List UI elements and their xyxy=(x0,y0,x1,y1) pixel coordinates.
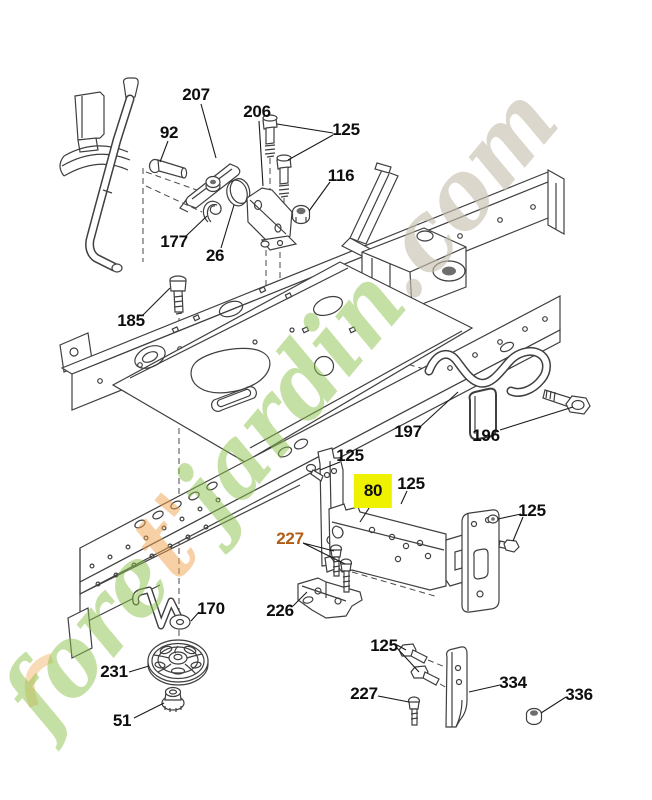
bolts-125-top-drawing xyxy=(262,114,292,198)
part-label-125-top: 125 xyxy=(332,120,360,139)
chassis-frame-drawing xyxy=(59,162,565,659)
part-label-51: 51 xyxy=(112,711,132,730)
bolt-185-drawing xyxy=(169,275,187,315)
part-label-185: 185 xyxy=(117,311,145,330)
part-label-116: 116 xyxy=(327,166,355,185)
leader-lines xyxy=(128,103,574,719)
idler-arm-170-drawing xyxy=(132,586,191,630)
part-label-170: 170 xyxy=(197,599,225,618)
bolt-227-bottom-drawing xyxy=(407,696,421,726)
part-label-125-hitch: 125 xyxy=(518,501,546,520)
part-label-80-highlighted: 80 xyxy=(353,474,393,508)
part-label-227-bottom: 227 xyxy=(350,684,378,703)
fender-piece-drawing xyxy=(59,91,131,177)
part-label-206: 206 xyxy=(243,102,271,121)
bracket-334-drawing xyxy=(445,646,468,728)
front-rail-holes xyxy=(89,316,548,587)
part-label-125-bottom: 125 xyxy=(370,636,398,655)
bolts-227-drawing xyxy=(329,544,353,593)
drawbar-226-drawing xyxy=(297,577,363,619)
part-label-207: 207 xyxy=(182,85,210,104)
part-label-26: 26 xyxy=(205,246,225,265)
bolt-196-drawing xyxy=(542,389,591,415)
part-label-92: 92 xyxy=(159,123,179,142)
handle-197-drawing xyxy=(424,346,551,397)
hitch-bracket-drawing xyxy=(445,509,520,613)
part-label-231: 231 xyxy=(100,662,128,681)
bracket-206-drawing xyxy=(246,187,298,251)
shift-lever-drawing xyxy=(85,77,139,273)
part-label-125-bracket-top: 125 xyxy=(336,446,364,465)
lever-207-drawing xyxy=(179,163,241,213)
part-label-197: 197 xyxy=(394,422,422,441)
nut-336-drawing xyxy=(525,707,543,726)
part-label-177: 177 xyxy=(160,232,188,251)
part-label-226: 226 xyxy=(266,601,294,620)
part-label-125-plate: 125 xyxy=(397,474,425,493)
part-label-336: 336 xyxy=(565,685,593,704)
nut-51-drawing xyxy=(161,686,185,712)
plate-80-drawing xyxy=(328,503,447,591)
part-label-227-accent: 227 xyxy=(276,529,304,548)
bolts-125-bottom-drawing xyxy=(398,643,440,686)
washer-177-drawing xyxy=(202,200,222,223)
part-label-196: 196 xyxy=(472,426,500,445)
floor-plate-holes xyxy=(134,286,357,412)
pulley-231-drawing xyxy=(147,639,209,686)
nut-116-drawing xyxy=(291,204,311,225)
watermark-swirl xyxy=(24,653,54,708)
bolt-92-drawing xyxy=(148,158,188,179)
part-label-334: 334 xyxy=(499,673,527,692)
ring-26-drawing xyxy=(226,178,251,207)
